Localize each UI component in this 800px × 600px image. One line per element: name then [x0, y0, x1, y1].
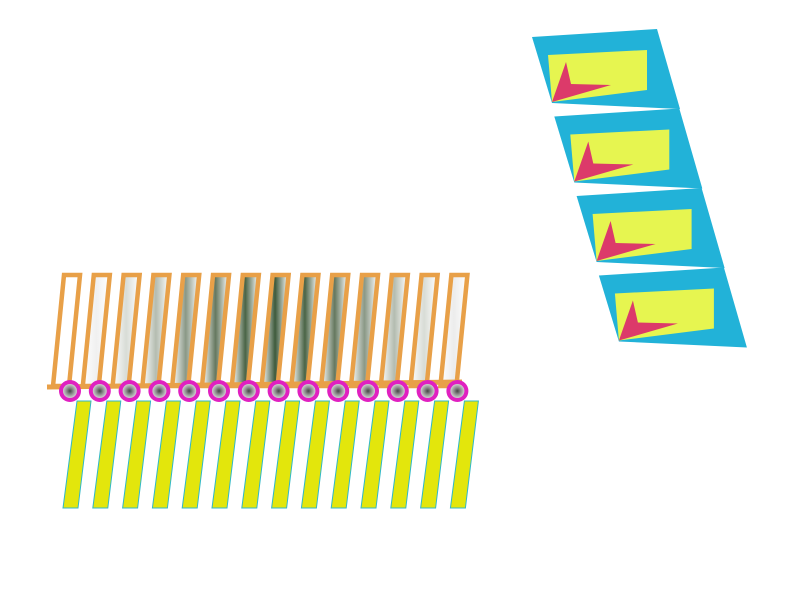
arrow-icon: [574, 141, 634, 182]
comb-tooth: [259, 272, 292, 389]
comb-tooth: [408, 272, 441, 389]
blade: [330, 400, 360, 509]
comb-tooth: [437, 272, 470, 389]
ring: [208, 380, 230, 402]
comb-tooth: [110, 272, 143, 389]
ring: [237, 380, 260, 402]
blade: [62, 400, 92, 509]
arrow-icon: [596, 221, 656, 261]
comb-tooth: [139, 272, 172, 389]
comb-tooth: [199, 272, 232, 389]
ring: [357, 380, 379, 402]
blade: [271, 400, 301, 509]
comb-tooth: [348, 272, 381, 389]
blade: [449, 400, 479, 509]
comb-tooth: [288, 272, 321, 389]
panels-layer: [532, 29, 747, 348]
panel: [532, 29, 680, 109]
blade: [181, 400, 211, 509]
blade: [122, 400, 152, 509]
ring: [148, 380, 171, 402]
ring: [267, 380, 290, 402]
blade: [300, 400, 330, 509]
blade: [360, 400, 390, 509]
panel: [576, 188, 725, 268]
ring: [416, 380, 439, 402]
ring: [446, 380, 469, 402]
blade: [211, 400, 241, 509]
comb-tooth: [229, 272, 262, 389]
comb-tooth: [318, 272, 351, 389]
comb-tooth: [50, 272, 83, 389]
panel: [554, 108, 703, 189]
blade: [151, 400, 181, 509]
comb-layer: [46, 272, 470, 390]
comb-tooth: [378, 272, 411, 389]
comb-tooth: [169, 272, 202, 389]
blade: [420, 400, 450, 509]
blades-layer: [62, 400, 479, 509]
ring: [386, 380, 409, 402]
ring: [88, 380, 111, 402]
rings-layer: [59, 380, 469, 402]
panel: [598, 267, 747, 348]
arrow-icon: [618, 300, 678, 341]
ring: [327, 380, 350, 402]
ring: [178, 380, 201, 402]
blade: [390, 400, 420, 509]
ring: [59, 380, 81, 402]
ring: [118, 380, 141, 402]
comb-tooth: [80, 272, 113, 389]
arrow-icon: [552, 62, 611, 102]
blade: [92, 400, 122, 509]
blade: [241, 400, 271, 509]
ring: [297, 380, 320, 402]
